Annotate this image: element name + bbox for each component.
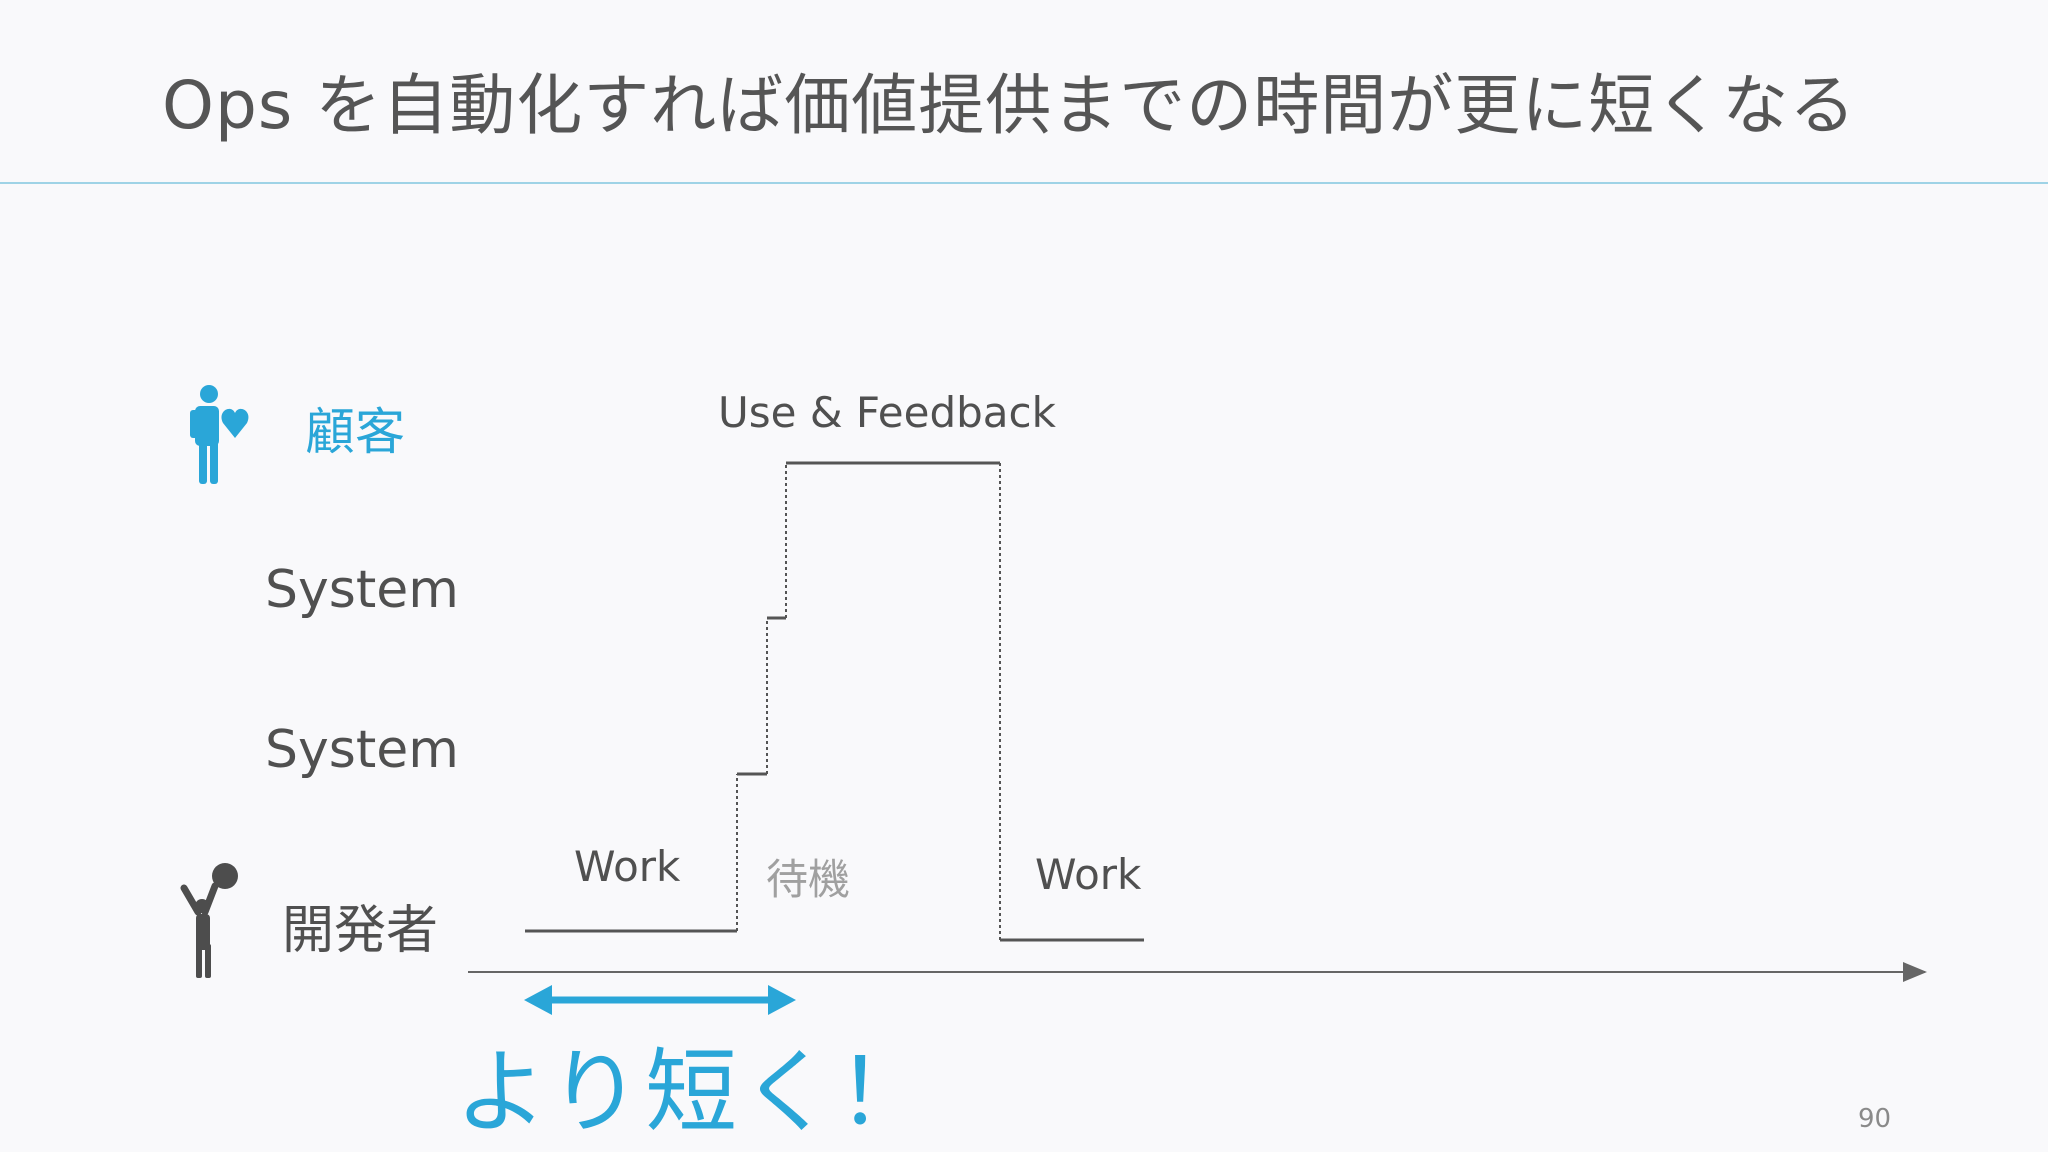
- phase-label-work-first: Work: [574, 842, 681, 891]
- phase-label-waiting: 待機: [766, 855, 851, 904]
- slogan-text: より短く！: [455, 1039, 934, 1146]
- title-divider: [0, 182, 2048, 184]
- row-label-system-lower: System: [265, 720, 459, 780]
- slide-title: Ops を自動化すれば価値提供までの時間が更に短くなる: [162, 67, 1857, 144]
- person-with-heart-icon: [190, 385, 249, 484]
- phase-label-work-second: Work: [1035, 850, 1142, 899]
- page-number: 90: [1858, 1104, 1892, 1134]
- duration-double-arrow: [524, 985, 796, 1015]
- phase-label-use-feedback: Use & Feedback: [718, 388, 1056, 437]
- row-label-developer: 開発者: [282, 901, 439, 961]
- row-label-system-upper: System: [265, 560, 459, 620]
- person-lifting-weight-icon: [180, 863, 238, 978]
- step-timeline: [525, 461, 1144, 942]
- row-label-customer: 顧客: [305, 403, 405, 461]
